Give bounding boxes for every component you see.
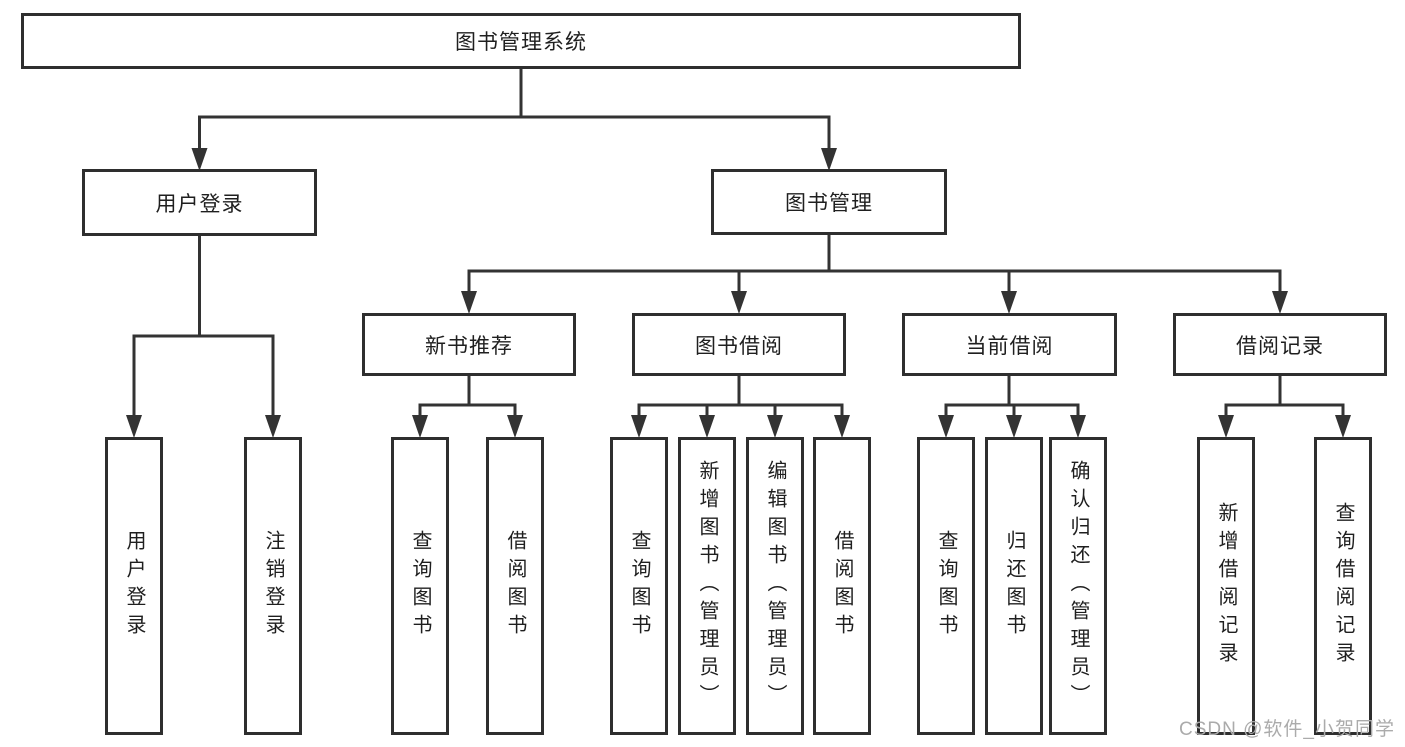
node-user-login: 用户登录 [82,169,317,236]
leaf-node-query-borrow-record: 查询借阅记录 [1314,437,1372,735]
arrowhead [631,415,850,438]
node-label: 查询图书 [935,530,957,642]
leaf-node-query-books-current: 查询图书 [917,437,975,735]
connector-line [944,374,1080,419]
leaf-node-confirm-return-admin: 确认归还（管理员） [1049,437,1107,735]
node-label: 借阅记录 [1236,334,1324,358]
node-label: 查询借阅记录 [1332,502,1354,670]
arrowhead [461,291,1288,314]
connector-borrowing-records-to-leaves [1218,374,1351,438]
node-label: 查询图书 [628,530,650,642]
leaf-node-return-books: 归还图书 [985,437,1043,735]
node-borrowing-records: 借阅记录 [1173,313,1387,376]
arrowhead [412,415,523,438]
leaf-node-query-books-borrowing: 查询图书 [610,437,668,735]
leaf-node-user-login: 用户登录 [105,437,163,735]
node-label: 查询图书 [409,530,431,642]
arrowhead [191,148,837,171]
node-label: 确认归还（管理员） [1067,460,1089,712]
node-label: 图书借阅 [695,334,783,358]
connector-root-to-level2 [191,67,837,171]
node-label: 用户登录 [155,192,244,216]
arrowhead [126,415,281,438]
connector-line [418,374,517,419]
leaf-node-edit-books-admin: 编辑图书（管理员） [746,437,804,735]
node-book-management: 图书管理 [711,169,947,235]
connector-line [467,233,1282,295]
node-label: 编辑图书（管理员） [764,460,786,712]
node-label: 新增图书（管理员） [696,460,718,712]
connector-line [198,67,831,152]
node-label: 新书推荐 [425,334,513,358]
connector-book-management-to-level3 [461,233,1288,314]
node-label: 借阅图书 [831,530,853,642]
node-current-borrowing: 当前借阅 [902,313,1117,376]
node-label: 借阅图书 [504,530,526,642]
csdn-watermark: CSDN @软件_小贺同学 [1179,719,1395,740]
connector-user-login-to-leaves [126,234,281,438]
node-new-book-recommend: 新书推荐 [362,313,576,376]
node-label: 当前借阅 [965,334,1054,358]
connector-line [637,374,844,419]
node-label: 注销登录 [262,530,284,642]
leaf-node-borrow-books-recommend: 借阅图书 [486,437,544,735]
connector-line [1224,374,1345,419]
leaf-node-logout: 注销登录 [244,437,302,735]
leaf-node-borrow-books-borrowing: 借阅图书 [813,437,871,735]
node-label: 用户登录 [123,530,145,642]
leaf-node-add-borrow-record: 新增借阅记录 [1197,437,1255,735]
node-label: 图书管理系统 [455,31,587,54]
arrowhead [938,415,1086,438]
node-label: 归还图书 [1003,530,1025,642]
connector-new-book-recommend-to-leaves [412,374,523,438]
connector-line [132,234,275,419]
leaf-node-query-books-recommend: 查询图书 [391,437,449,735]
node-book-borrowing: 图书借阅 [632,313,846,376]
connector-current-borrowing-to-leaves [938,374,1086,438]
node-library-management-system: 图书管理系统 [21,13,1021,69]
node-label: 图书管理 [785,192,873,215]
node-label: 新增借阅记录 [1215,502,1237,670]
connector-book-borrowing-to-leaves [631,374,850,438]
leaf-node-add-books-admin: 新增图书（管理员） [678,437,736,735]
arrowhead [1218,415,1351,438]
